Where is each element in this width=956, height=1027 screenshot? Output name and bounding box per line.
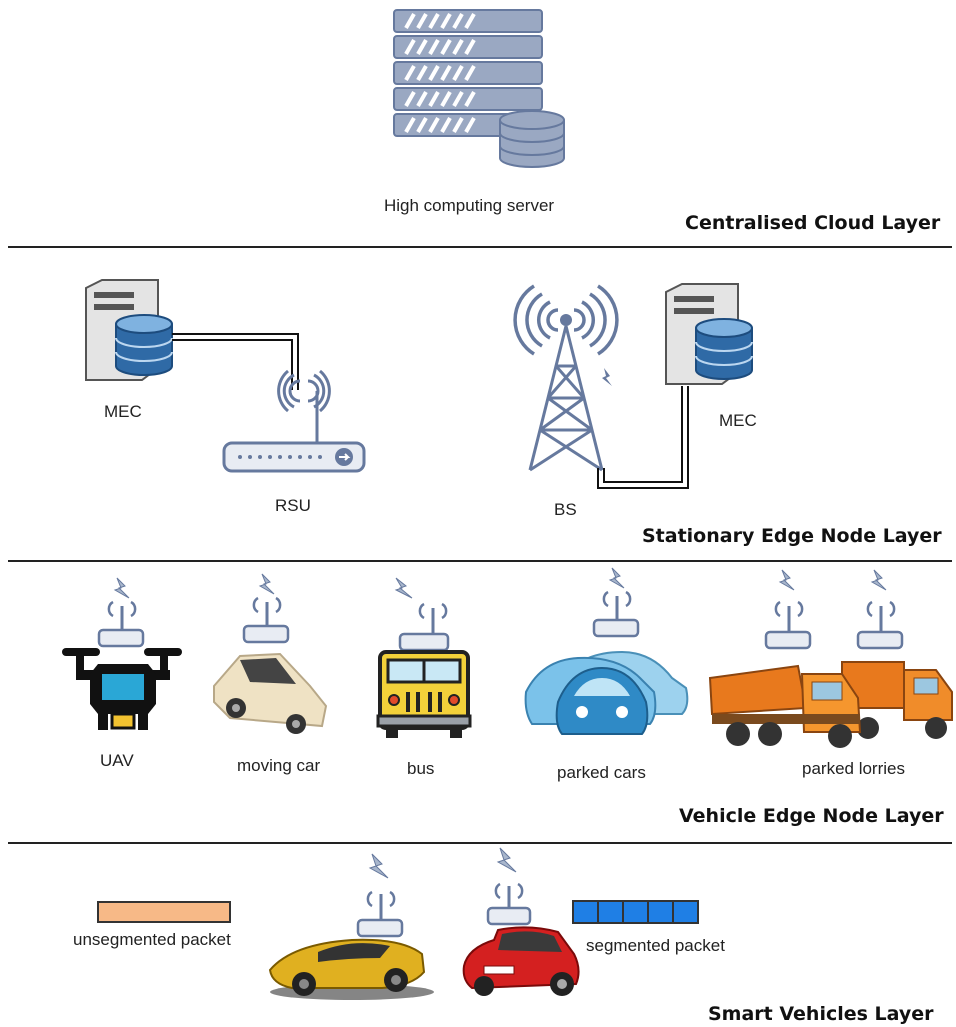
- server-rack-icon: [393, 9, 565, 168]
- moving-car-label: moving car: [237, 756, 321, 775]
- connection-line: [597, 386, 689, 489]
- packet-segment: [624, 902, 649, 922]
- antenna-icon: [592, 567, 640, 638]
- unsegmented-packet-label: unsegmented packet: [73, 930, 231, 949]
- database-icon: [499, 110, 565, 168]
- packet-segment: [574, 902, 599, 922]
- packet-segment: [649, 902, 674, 922]
- rsu-router-icon: [222, 369, 366, 473]
- connection-line: [172, 333, 299, 390]
- layer-divider: [8, 842, 952, 844]
- lightning-icon: [496, 847, 517, 873]
- lightning-icon: [113, 577, 130, 599]
- uav-label: UAV: [100, 751, 134, 770]
- unsegmented-packet: [97, 901, 231, 923]
- lightning-icon: [870, 569, 887, 591]
- lightning-icon: [778, 569, 795, 591]
- lorry-icon: [708, 661, 953, 748]
- antenna-icon: [356, 853, 404, 938]
- segmented-packet: [572, 900, 699, 924]
- lightning-icon: [394, 577, 413, 599]
- packet-segment: [674, 902, 697, 922]
- smart-layer-title: Smart Vehicles Layer: [708, 1003, 934, 1025]
- segmented-packet-label: segmented packet: [586, 936, 725, 955]
- cloud-layer-title: Centralised Cloud Layer: [685, 212, 941, 234]
- packet-segment: [599, 902, 624, 922]
- car-icon: [213, 652, 328, 734]
- car-icon: [268, 938, 434, 1000]
- bs-label: BS: [554, 500, 577, 519]
- bus-label: bus: [407, 759, 435, 778]
- mec-left-label: MEC: [104, 402, 142, 421]
- bs-tower-icon: [513, 284, 619, 472]
- stationary-layer-title: Stationary Edge Node Layer: [642, 525, 942, 547]
- lightning-icon: [608, 567, 625, 589]
- layer-divider: [8, 560, 952, 562]
- mec-server-icon: [85, 279, 173, 381]
- rsu-label: RSU: [275, 496, 311, 515]
- uav-icon: [62, 648, 182, 730]
- lightning-icon: [368, 853, 389, 879]
- server-label: High computing server: [384, 196, 555, 215]
- mec-server-icon: [665, 283, 753, 385]
- database-icon: [115, 314, 173, 376]
- bus-icon: [376, 650, 472, 738]
- parked-cars-label: parked cars: [557, 763, 646, 782]
- layer-divider: [8, 246, 952, 248]
- mec-right-label: MEC: [719, 411, 757, 430]
- parked-lorries-label: parked lorries: [802, 759, 905, 778]
- antenna-icon: [764, 569, 812, 650]
- antenna-icon: [97, 577, 145, 648]
- database-icon: [695, 318, 753, 380]
- antenna-icon: [486, 847, 532, 926]
- antenna-icon: [394, 577, 450, 652]
- antenna-icon: [242, 573, 290, 644]
- car-icon: [524, 650, 689, 735]
- car-icon: [462, 926, 580, 996]
- antenna-icon: [856, 569, 904, 650]
- lightning-icon: [258, 573, 275, 595]
- vehicle-layer-title: Vehicle Edge Node Layer: [679, 805, 944, 827]
